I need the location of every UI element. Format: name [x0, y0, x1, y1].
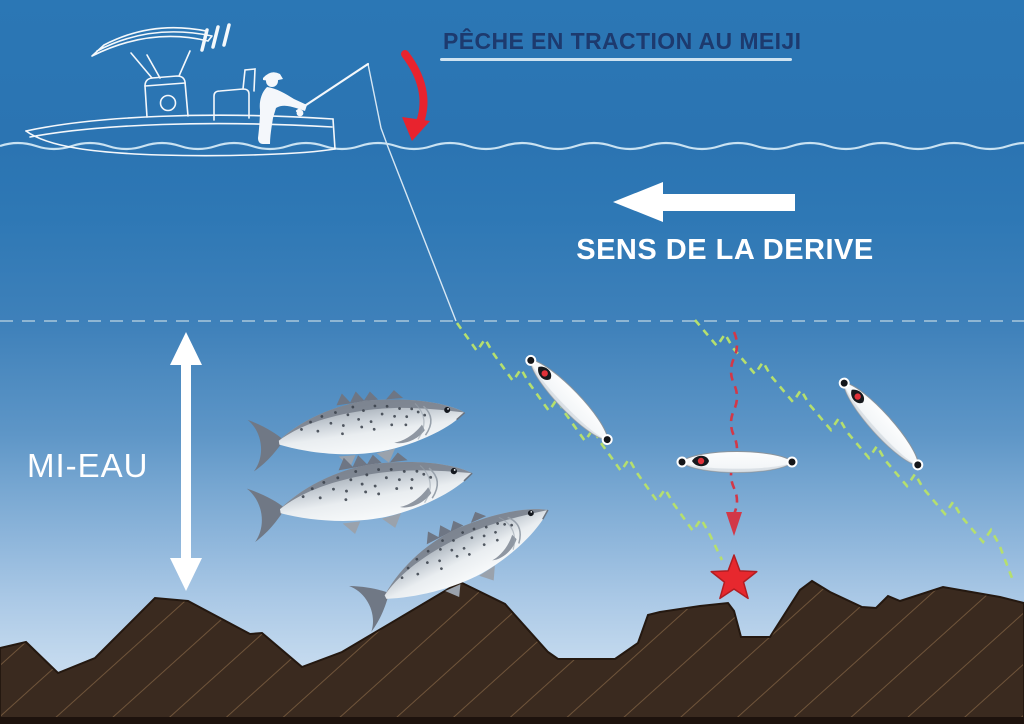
jig-drop-path	[726, 331, 742, 536]
fishing-rod	[295, 62, 370, 113]
seafloor	[0, 579, 1024, 724]
fishing-line	[367, 63, 457, 322]
jig-lure-1	[519, 348, 619, 452]
title-underline	[440, 58, 792, 61]
jigging-motion-arrow-icon	[401, 50, 430, 141]
antennas-icon	[200, 23, 231, 52]
mid-water-range-arrow-icon	[170, 332, 202, 591]
jig-lure-2	[676, 450, 798, 474]
mid-water-label: MI-EAU	[27, 447, 149, 484]
diagram-title: PÊCHE EN TRACTION AU MEIJI	[443, 28, 802, 54]
boat	[25, 23, 370, 157]
drift-direction-label: SENS DE LA DERIVE	[576, 234, 874, 266]
cap-icon	[263, 72, 283, 81]
water-surface-line	[0, 141, 1024, 151]
strike-star-icon	[710, 554, 758, 600]
jig-trajectory-line-2	[694, 319, 1014, 579]
jig-lure-3	[832, 371, 930, 477]
drop-arrowhead-icon	[726, 512, 742, 536]
drift-direction-arrow-icon	[613, 182, 795, 222]
fisherman	[258, 72, 307, 144]
